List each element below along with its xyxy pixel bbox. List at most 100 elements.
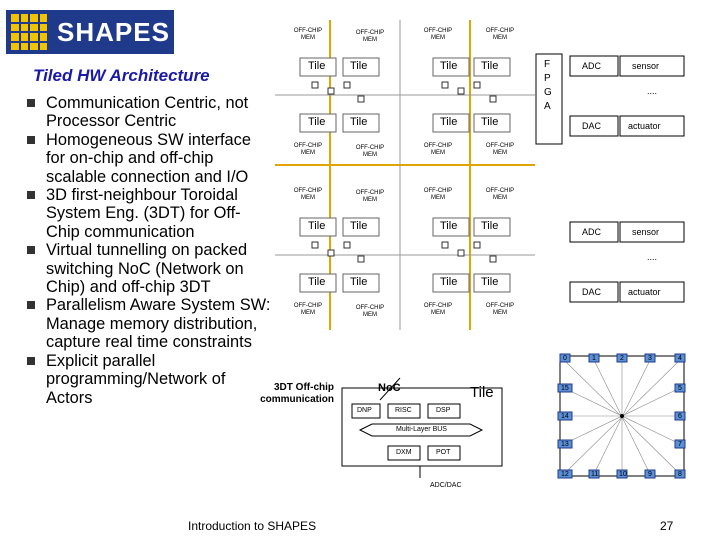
tile-label: Tile bbox=[350, 276, 368, 288]
dac-label: DAC bbox=[582, 121, 602, 131]
torus-node-number: 7 bbox=[678, 441, 682, 448]
tile-label: Tile bbox=[440, 276, 458, 288]
dsp-label: DSP bbox=[436, 407, 451, 414]
actuator-label: actuator bbox=[628, 287, 661, 297]
torus-node-number: 5 bbox=[678, 385, 682, 392]
adc-block-bottom bbox=[569, 221, 619, 243]
logo-grid-icon bbox=[11, 14, 47, 50]
actuator-block-bottom bbox=[619, 281, 685, 303]
router-nodes bbox=[311, 81, 497, 263]
tile-label: Tile bbox=[481, 60, 499, 72]
slide-heading: Tiled HW Architecture bbox=[33, 66, 210, 85]
tile-label: Tile bbox=[440, 220, 458, 232]
adc-label: ADC bbox=[582, 61, 602, 71]
sensor-label: sensor bbox=[632, 227, 660, 237]
torus-node-number: 15 bbox=[561, 385, 569, 392]
adc-label: ADC bbox=[582, 227, 602, 237]
actuator-label: actuator bbox=[628, 121, 661, 131]
torus-node-number: 12 bbox=[561, 471, 569, 478]
bus-label: Multi-Layer BUS bbox=[396, 426, 447, 433]
pot-label: POT bbox=[436, 449, 451, 456]
tile-label: Tile bbox=[350, 60, 368, 72]
actuator-block-top bbox=[619, 115, 685, 137]
torus-node-number: 10 bbox=[619, 471, 627, 478]
ellipsis: .... bbox=[647, 252, 658, 262]
bullet-item: Homogeneous SW interface for on-chip and… bbox=[24, 131, 274, 186]
torus-node-number: 1 bbox=[592, 355, 596, 362]
dxm-block bbox=[387, 445, 421, 461]
torus-nodes bbox=[557, 353, 686, 479]
torus-node-number: 9 bbox=[648, 471, 652, 478]
tile-label: Tile bbox=[440, 116, 458, 128]
dac-block-bottom bbox=[569, 281, 619, 303]
adc-block-top bbox=[569, 55, 619, 77]
page-number: 27 bbox=[660, 519, 674, 533]
dac-label: DAC bbox=[582, 287, 602, 297]
risc-label: RISC bbox=[395, 407, 412, 414]
dac-block-top bbox=[569, 115, 619, 137]
bullet-item: Communication Centric, not Processor Cen… bbox=[24, 94, 274, 131]
tile-label: Tile bbox=[308, 220, 326, 232]
tile-label: Tile bbox=[350, 220, 368, 232]
torus-node-number: 2 bbox=[620, 355, 624, 362]
tile-label: Tile bbox=[481, 116, 499, 128]
bus-arrow bbox=[358, 423, 484, 437]
torus-node-number: 6 bbox=[678, 413, 682, 420]
tile-label: Tile bbox=[308, 116, 326, 128]
tile-label: Tile bbox=[440, 60, 458, 72]
noc-label: NoC bbox=[378, 382, 401, 394]
bullet-list: Communication Centric, not Processor Cen… bbox=[24, 94, 274, 407]
tile-label: Tile bbox=[481, 276, 499, 288]
torus-node-number: 8 bbox=[678, 471, 682, 478]
fpga-label: F P G A bbox=[544, 59, 552, 112]
sensor-label: sensor bbox=[632, 61, 660, 71]
torus-node-number: 3 bbox=[648, 355, 652, 362]
adc-dac-label: ADC/DAC bbox=[430, 482, 462, 489]
sensor-block-bottom bbox=[619, 221, 685, 243]
bullet-item: Explicit parallel programming/Network of… bbox=[24, 352, 274, 407]
shapes-logo: SHAPES bbox=[6, 10, 174, 54]
bullet-item: Parallelism Aware System SW: Manage memo… bbox=[24, 296, 274, 351]
tile-boxes bbox=[299, 57, 511, 293]
tile-label: Tile bbox=[308, 60, 326, 72]
risc-block bbox=[387, 403, 421, 419]
torus-node-number: 13 bbox=[561, 441, 569, 448]
torus-node-number: 0 bbox=[563, 355, 567, 362]
pot-block bbox=[427, 445, 461, 461]
tile-label: Tile bbox=[308, 276, 326, 288]
tile-label: Tile bbox=[481, 220, 499, 232]
torus-node-number: 4 bbox=[678, 355, 682, 362]
tile-label: Tile bbox=[350, 116, 368, 128]
dsp-block bbox=[427, 403, 461, 419]
slide-footer: Introduction to SHAPES bbox=[188, 519, 317, 533]
dnp-label: DNP bbox=[357, 407, 372, 414]
torus-node-number: 11 bbox=[591, 471, 599, 478]
tile-big-label: Tile bbox=[470, 384, 494, 401]
torus-node-number: 14 bbox=[561, 413, 569, 420]
logo-text: SHAPES bbox=[57, 16, 170, 47]
sensor-block-top bbox=[619, 55, 685, 77]
fpga-block bbox=[535, 53, 563, 145]
ellipsis: .... bbox=[647, 86, 658, 96]
dnp-block bbox=[351, 403, 381, 419]
bullet-item: Virtual tunnelling on packed switching N… bbox=[24, 241, 274, 296]
dxm-label: DXM bbox=[396, 449, 412, 456]
